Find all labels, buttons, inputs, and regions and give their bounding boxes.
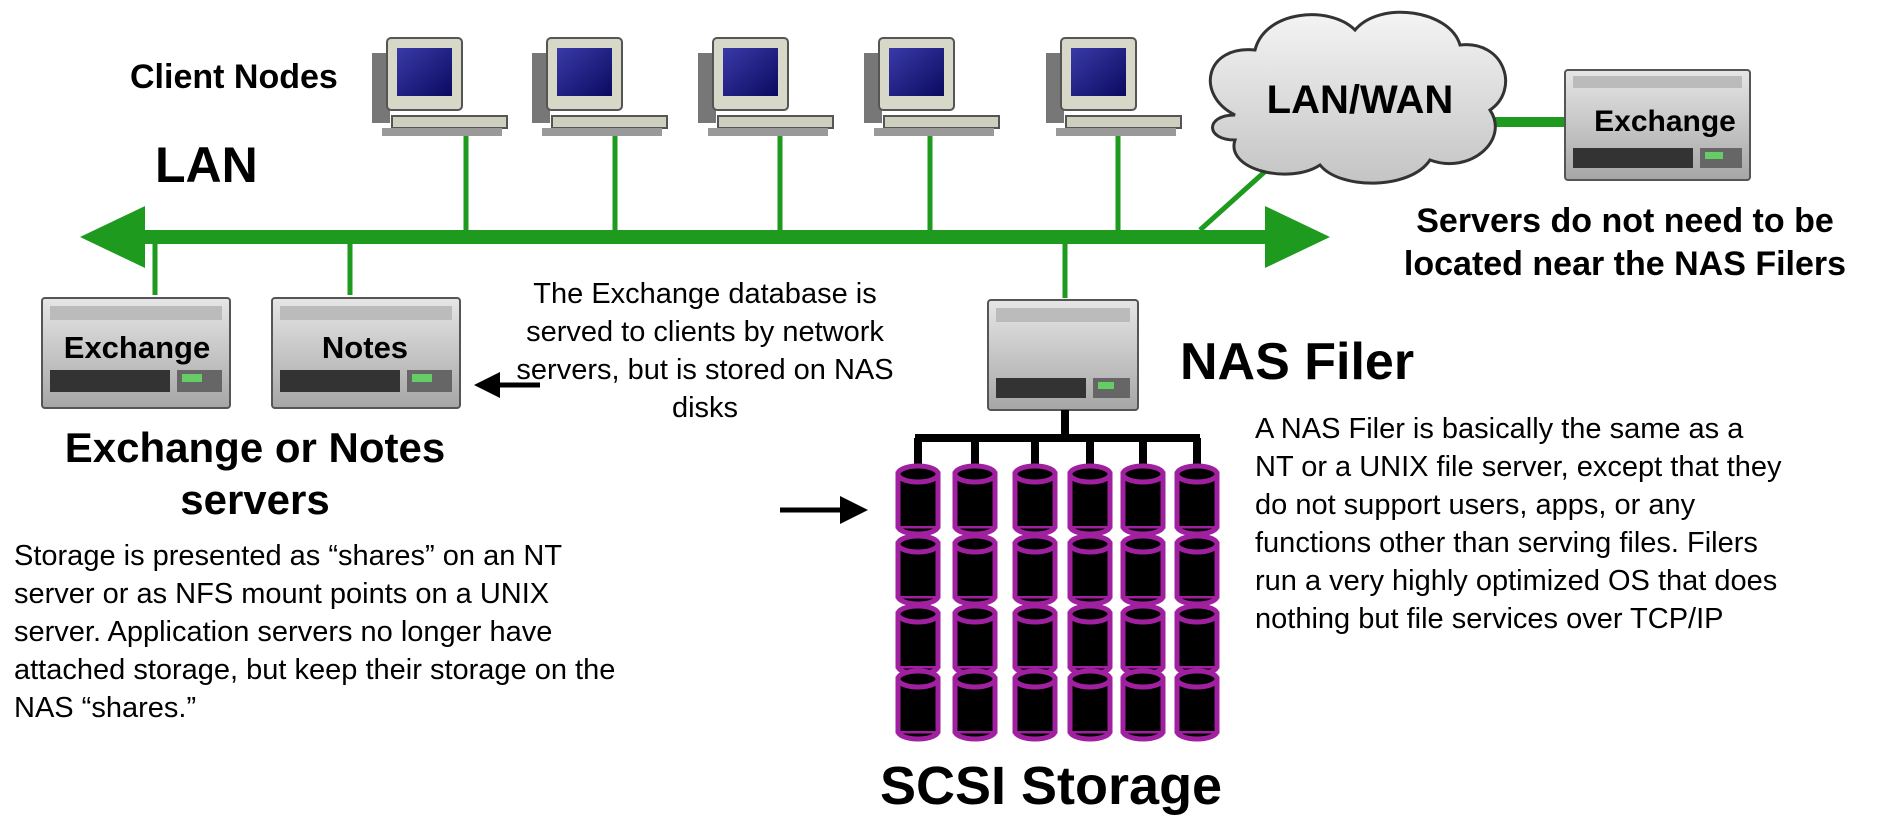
- disk-cylinder-icon: [952, 668, 998, 742]
- scsi-storage-label: SCSI Storage: [880, 756, 1223, 816]
- disk-cylinder-icon: [1120, 668, 1166, 742]
- lan-right-arrow-icon: [1265, 206, 1330, 268]
- disk-cylinder-icon: [1012, 603, 1058, 677]
- arrow-to-storage-icon: [780, 496, 868, 524]
- wan-exchange-link: [1480, 117, 1565, 127]
- disk-cylinder-icon: [1012, 668, 1058, 742]
- disk-cylinder-icon: [895, 463, 941, 537]
- server-drop-lines: [152, 244, 1068, 298]
- disk-cylinder-icon: [895, 668, 941, 742]
- database-note: The Exchange database is served to clien…: [516, 278, 894, 424]
- nas-filer-title: NAS Filer: [1180, 333, 1415, 391]
- lan-left-arrow-icon: [80, 206, 145, 268]
- disk-cylinder-icon: [895, 603, 941, 677]
- client-computer-icon: [372, 37, 508, 136]
- disk-cylinder-icon: [1174, 603, 1220, 677]
- lan-label: LAN: [155, 137, 258, 193]
- exchange-server-icon: [41, 297, 231, 409]
- disk-cylinder-icon: [1174, 533, 1220, 607]
- disk-cylinder-icon: [952, 603, 998, 677]
- disk-cylinder-icon: [952, 533, 998, 607]
- notes-server-label: Notes: [321, 330, 409, 365]
- client-nodes-label: Client Nodes: [130, 58, 338, 96]
- client-computer-icon: [532, 37, 668, 136]
- disk-cylinder-icon: [1067, 668, 1113, 742]
- arrow-to-servers-icon: [474, 372, 540, 398]
- disk-cylinder-icon: [1120, 533, 1166, 607]
- disk-cylinder-icon: [1067, 463, 1113, 537]
- nas-filer-description: A NAS Filer is basically the same as a N…: [1255, 413, 1782, 635]
- disk-cylinder-icon: [1120, 603, 1166, 677]
- nas-filer-icon: [987, 299, 1139, 411]
- disk-cylinder-icon: [1012, 533, 1058, 607]
- client-computer-icon: [864, 37, 1000, 136]
- disk-cylinder-icon: [1174, 668, 1220, 742]
- disk-cylinder-icon: [1120, 463, 1166, 537]
- notes-server-icon: [271, 297, 461, 409]
- storage-note: Storage is presented as “shares” on an N…: [14, 540, 616, 724]
- disk-cylinder-icon: [1012, 463, 1058, 537]
- remote-exchange-label: Exchange: [1594, 105, 1736, 138]
- disk-cylinder-icon: [1174, 463, 1220, 537]
- disk-cylinder-icon: [1067, 603, 1113, 677]
- client-computer-icon: [698, 37, 834, 136]
- exchange-server-label: Exchange: [63, 330, 211, 365]
- remote-servers-note: Servers do not need to be located near t…: [1403, 202, 1847, 283]
- lan-wan-cloud-icon: [1208, 10, 1508, 185]
- client-drop-lines: [463, 132, 1121, 232]
- scsi-disk-array: [895, 463, 1220, 742]
- remote-exchange-server-icon: [1564, 69, 1751, 181]
- lan-wan-label: LAN/WAN: [1266, 78, 1454, 122]
- lan-bus: [80, 206, 1330, 268]
- client-computers: [372, 37, 1182, 136]
- disk-cylinder-icon: [1067, 533, 1113, 607]
- disk-cylinder-icon: [952, 463, 998, 537]
- disk-cylinder-icon: [895, 533, 941, 607]
- servers-title: Exchange or Notes servers: [64, 424, 446, 523]
- client-computer-icon: [1046, 37, 1182, 136]
